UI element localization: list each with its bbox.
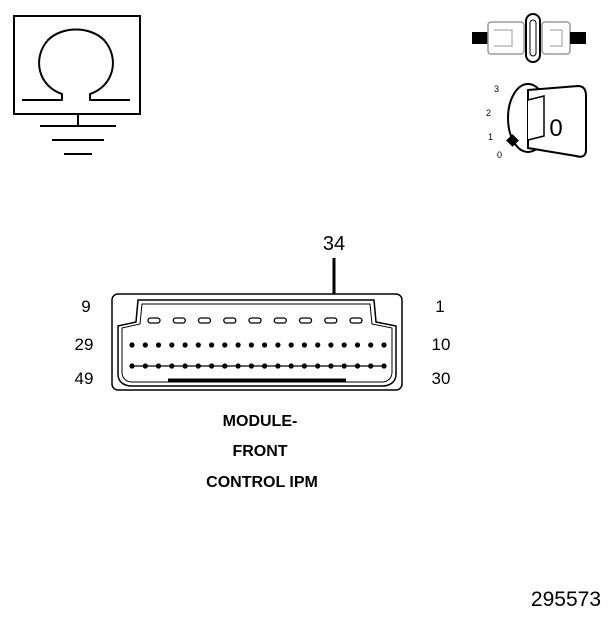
connector-pin <box>182 363 188 369</box>
connector-pin <box>368 342 374 348</box>
connector-pin <box>275 342 281 348</box>
ohm-meter-icon <box>13 15 141 115</box>
bottom-pin-row <box>129 363 387 369</box>
connector-pin <box>354 342 361 348</box>
pin-label-bottom-right: 30 <box>432 369 451 388</box>
connector-pin <box>248 363 254 369</box>
connector-pin <box>301 342 307 348</box>
key-position-0: 0 <box>497 150 502 160</box>
connector-pin <box>275 363 281 369</box>
connector-slot <box>349 317 363 324</box>
module-label-line2: FRONT <box>232 443 287 460</box>
connector-pin <box>328 363 334 369</box>
connector-slot <box>248 317 262 324</box>
connector-pin <box>341 363 347 369</box>
connector-pin <box>235 342 241 348</box>
connector-pin <box>368 363 374 369</box>
connector-slot <box>324 317 338 324</box>
connector-pin <box>142 363 148 369</box>
pin-label-middle-left: 29 <box>75 335 94 354</box>
ignition-switch-icon: 3 2 1 0 0 <box>486 83 587 160</box>
connector-pin <box>248 342 254 348</box>
connector-pin <box>288 342 294 348</box>
connector-pin <box>288 363 294 369</box>
connector-slot <box>197 317 212 324</box>
connector-slot <box>172 317 186 324</box>
fuse-icon <box>472 13 586 63</box>
top-slot-row <box>147 317 363 324</box>
connector-pin <box>341 342 347 348</box>
connector-pin <box>235 363 241 369</box>
connector-slot <box>298 317 313 324</box>
connector-pin <box>354 363 361 369</box>
connector-body <box>111 293 403 391</box>
connector-slot <box>273 317 287 324</box>
key-position-3: 3 <box>494 84 499 94</box>
connector-pin <box>195 342 201 348</box>
middle-pin-row <box>129 342 387 348</box>
connector-pin <box>381 363 387 369</box>
connector-pin <box>209 342 215 348</box>
connector-slot <box>147 317 161 324</box>
connector-pin <box>315 363 321 369</box>
connector-pin <box>222 363 228 369</box>
figure-id: 295573 <box>531 588 601 611</box>
connector-pin <box>315 342 321 348</box>
pin-label-bottom-left: 49 <box>75 369 94 388</box>
connector-pin <box>155 342 162 348</box>
connector-pin <box>381 342 387 348</box>
connector-pin <box>195 363 201 369</box>
connector-pin <box>222 342 228 348</box>
connector-pin <box>169 342 175 348</box>
connector-pin <box>129 363 135 369</box>
key-label: 0 <box>549 115 562 142</box>
connector-pin <box>142 342 148 348</box>
callout-pin-number: 34 <box>323 233 345 255</box>
connector-pin <box>262 342 268 348</box>
ground-icon <box>40 114 116 155</box>
connector-pin <box>262 363 268 369</box>
pin-label-top-right: 1 <box>435 297 444 316</box>
connector-pin <box>169 363 175 369</box>
connector-pin <box>209 363 215 369</box>
connector-pin <box>182 342 188 348</box>
key-position-2: 2 <box>486 108 491 118</box>
module-label-line3: CONTROL IPM <box>206 474 318 491</box>
connector-pin <box>328 342 334 348</box>
connector-pin <box>129 342 135 348</box>
connector-slot <box>223 317 237 324</box>
connector-pin <box>155 363 162 369</box>
pin-label-top-left: 9 <box>81 297 90 316</box>
key-position-1: 1 <box>488 132 493 142</box>
pin-label-middle-right: 10 <box>432 335 451 354</box>
connector-pin <box>301 363 307 369</box>
module-label-line1: MODULE- <box>223 413 298 430</box>
